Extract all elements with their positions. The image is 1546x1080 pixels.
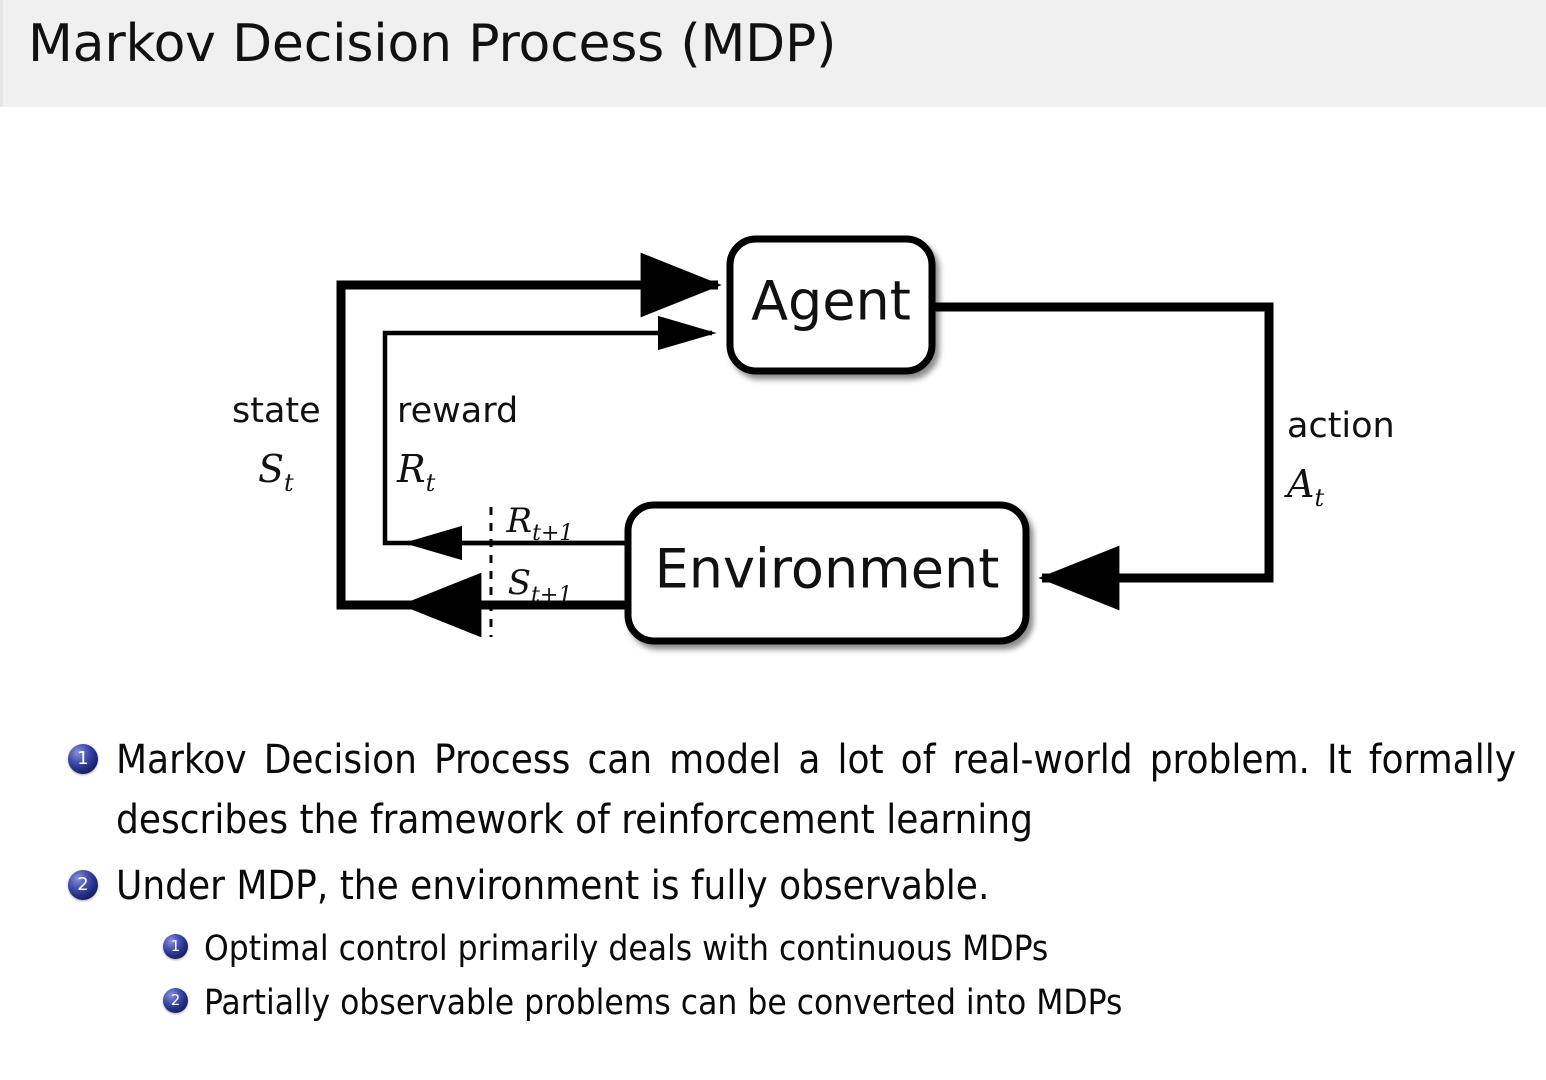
label-action-symbol: At <box>1284 462 1324 512</box>
label-action: action At <box>1284 406 1395 512</box>
page-title: Markov Decision Process (MDP) <box>28 14 837 74</box>
label-reward-word: reward <box>397 391 518 431</box>
bullet-marker-2: 2 <box>68 870 98 900</box>
label-action-word: action <box>1287 406 1395 446</box>
list-item[interactable]: 1 Markov Decision Process can model a lo… <box>0 730 1546 850</box>
sub-list-item-text: Partially observable problems can be con… <box>204 983 1123 1023</box>
edge-action-to-environment <box>935 302 1274 611</box>
label-state: state St <box>232 391 321 497</box>
header-left-rule <box>0 0 3 107</box>
mdp-loop-diagram: Agent Environment state St reward Rt act… <box>0 107 1546 717</box>
sub-list-item-text: Optimal control primarily deals with con… <box>204 929 1049 969</box>
list-item-text: Markov Decision Process can model a lot … <box>116 737 1516 843</box>
label-reward-symbol: Rt <box>396 447 436 497</box>
label-state-symbol: St <box>258 447 294 497</box>
list-item[interactable]: 2 Under MDP, the environment is fully ob… <box>0 856 1546 916</box>
label-next-reward: Rt+1 <box>506 501 574 546</box>
list-item-text: Under MDP, the environment is fully obse… <box>116 863 990 909</box>
label-next-state: St+1 <box>508 563 573 608</box>
node-environment[interactable]: Environment <box>624 501 1030 645</box>
node-agent[interactable]: Agent <box>726 235 936 375</box>
bullet-list: 1 Markov Decision Process can model a lo… <box>0 730 1546 1030</box>
node-agent-label: Agent <box>751 270 911 333</box>
sub-bullet-marker-1: 1 <box>163 934 188 959</box>
slide-header-bar: Markov Decision Process (MDP) <box>0 0 1546 107</box>
label-reward: reward Rt <box>396 391 518 497</box>
bullet-marker-1: 1 <box>68 744 98 774</box>
label-state-word: state <box>232 391 321 431</box>
node-environment-label: Environment <box>655 538 1000 601</box>
sub-list-item[interactable]: 1 Optimal control primarily deals with c… <box>0 922 1546 976</box>
sub-bullet-marker-2: 2 <box>163 988 188 1013</box>
sub-list-item[interactable]: 2 Partially observable problems can be c… <box>0 976 1546 1030</box>
